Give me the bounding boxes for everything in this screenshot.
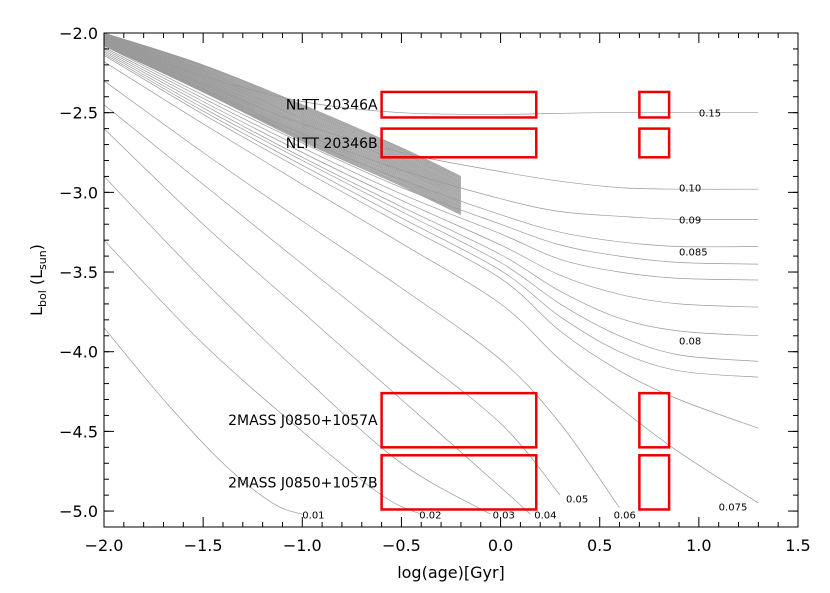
band-line [104, 36, 462, 189]
y-tick-label: −3.0 [59, 183, 98, 202]
band-line [104, 34, 462, 182]
track-line-4 [104, 45, 759, 265]
band-line [104, 33, 462, 177]
mass-label: 0.01 [302, 510, 324, 521]
band-line [104, 40, 462, 202]
band-line [104, 43, 462, 209]
track-line-9 [104, 53, 759, 378]
x-tick-label: −0.5 [382, 536, 421, 555]
band-line [104, 36, 462, 189]
band-line [104, 34, 462, 183]
band-line [104, 44, 462, 213]
object-box-3 [638, 127, 671, 159]
y-axis-title: Lbol (Lsun) [27, 244, 49, 316]
band-line [104, 37, 462, 191]
mass-label: 0.085 [679, 247, 708, 258]
track-line-3 [104, 43, 759, 248]
object-label: 2MASS J0850+1057A [228, 413, 378, 429]
band-line [104, 42, 462, 207]
band-line [104, 36, 462, 190]
object-boxes [380, 90, 671, 511]
band-line [104, 42, 462, 206]
track-line-2 [104, 42, 759, 221]
object-box-7 [638, 454, 671, 511]
track-line-5 [104, 46, 759, 281]
track-line-8 [104, 51, 759, 362]
x-tick-label: −1.0 [283, 536, 322, 555]
object-box-1 [638, 90, 671, 119]
object-label: NLTT 20346B [286, 136, 378, 152]
track-line-13 [104, 104, 561, 496]
band-line [104, 37, 462, 193]
mass-label: 0.05 [566, 494, 588, 505]
track-line-16 [104, 239, 422, 515]
x-tick-label: −1.5 [184, 536, 223, 555]
object-label: 2MASS J0850+1057B [228, 475, 378, 491]
band-line [104, 35, 462, 187]
y-tick-label: −2.5 [59, 104, 98, 123]
mass-label: 0.10 [679, 184, 701, 195]
track-line-10 [104, 54, 759, 429]
band-line [104, 41, 462, 203]
band-line [104, 41, 462, 202]
y-tick-label: −4.0 [59, 343, 98, 362]
mass-label: 0.03 [493, 510, 515, 521]
y-tick-label: −5.0 [59, 502, 98, 521]
band-line [104, 37, 462, 192]
axis-ticks: −2.0 −1.5 −1.0 −0.5 0.0 0.5 1.0 1.5 −2.0 −2.5 −3.0… [59, 24, 811, 555]
band-line [104, 39, 462, 199]
band-line [104, 33, 462, 178]
track-line-6 [104, 48, 759, 308]
band-line [104, 36, 462, 188]
track-line-7 [104, 50, 759, 337]
x-tick-label: 0.0 [488, 536, 513, 555]
object-box-2 [380, 127, 538, 159]
x-tick-label: 1.5 [785, 536, 810, 555]
track-line-1 [104, 40, 759, 190]
y-tick-label: −2.0 [59, 24, 98, 43]
mass-label: 0.15 [699, 109, 721, 120]
band-line [104, 38, 462, 196]
y-tick-label: −3.5 [59, 263, 98, 282]
object-label: NLTT 20346A [286, 98, 378, 114]
object-box-0 [380, 90, 538, 119]
x-tick-label: 1.0 [686, 536, 711, 555]
evolution-tracks [104, 40, 759, 515]
isochrone-band [104, 33, 462, 216]
band-line [104, 39, 462, 198]
x-axis-title: log(age)[Gyr] [397, 563, 505, 582]
band-line [104, 38, 462, 195]
mass-label: 0.02 [419, 510, 441, 521]
mass-label: 0.06 [614, 510, 636, 521]
track-line-12 [104, 80, 620, 509]
track-line-0 [104, 42, 759, 115]
band-line [104, 35, 462, 185]
object-box-6 [380, 454, 538, 511]
track-line-14 [104, 128, 531, 515]
x-tick-label: −2.0 [85, 536, 124, 555]
band-line [104, 40, 462, 200]
band-line [104, 44, 462, 214]
chart-labels: 0.15 0.10 0.09 0.085 0.08 0.075 0.06 0.05 0.04 0.… [228, 98, 747, 522]
mass-label: 0.09 [679, 215, 701, 226]
plot-frame [103, 32, 799, 528]
mass-label: 0.04 [534, 510, 556, 521]
y-tick-label: −4.5 [59, 422, 98, 441]
track-line-15 [104, 176, 491, 515]
mass-label: 0.08 [679, 337, 701, 348]
band-line [104, 40, 462, 201]
object-box-5 [638, 391, 671, 449]
x-tick-label: 0.5 [587, 536, 612, 555]
track-line-11 [104, 61, 759, 504]
band-line [104, 39, 462, 196]
mass-label: 0.075 [719, 502, 748, 513]
track-line-17 [104, 327, 303, 515]
band-line [104, 35, 462, 186]
band-line [104, 43, 462, 209]
band-line [104, 34, 462, 182]
object-box-4 [380, 391, 538, 449]
band-line [104, 34, 462, 184]
band-line [104, 38, 462, 194]
